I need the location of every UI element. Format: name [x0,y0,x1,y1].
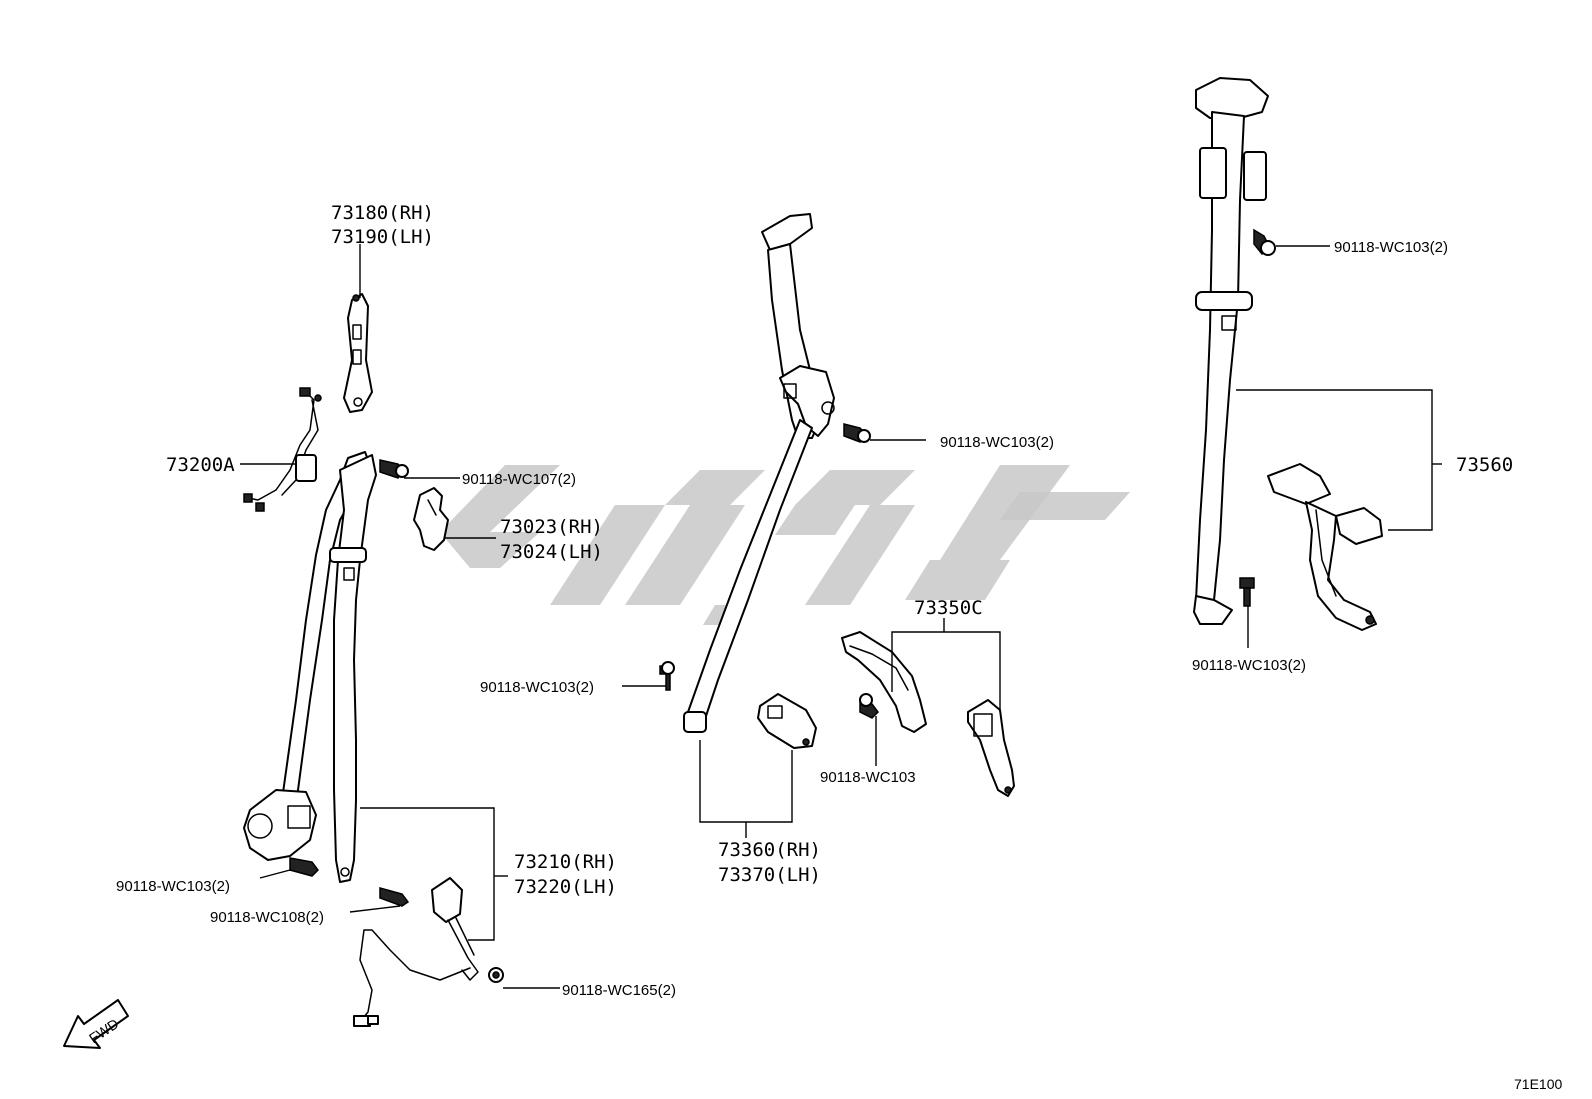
part-73560-rear-belt [1193,77,1383,631]
label-bolt-wc103-right-bottom: 90118-WC103(2) [1192,657,1306,674]
label-73024: 73024(LH) [500,541,603,563]
label-73180: 73180(RH) [331,202,434,224]
label-73360: 73360(RH) [718,839,821,861]
label-73370: 73370(LH) [718,864,821,886]
part-73210-front-seat-belt [243,451,504,1027]
label-73220: 73220(LH) [514,876,617,898]
label-bolt-wc107: 90118-WC107(2) [462,471,576,488]
part-73180-shoulder-adjuster [343,293,373,413]
label-bolt-wc165: 90118-WC165(2) [562,982,676,999]
part-73360-center-belt [659,213,871,749]
label-73560: 73560 [1456,454,1513,476]
bolt-90118-WC107 [379,459,409,479]
label-73350C: 73350C [914,597,983,619]
label-bolt-wc103-center-mid: 90118-WC103(2) [480,679,594,696]
label-bolt-wc103-center-top: 90118-WC103(2) [940,434,1054,451]
part-73350C-center-buckle [841,631,1015,797]
part-73023-belt-guide [413,487,449,551]
label-73210: 73210(RH) [514,851,617,873]
watermark-logo [440,465,1130,625]
label-73023: 73023(RH) [500,516,603,538]
diagram-code: 71E100 [1514,1076,1562,1092]
label-bolt-wc103-single: 90118-WC103 [820,769,916,786]
label-bolt-wc103-left: 90118-WC103(2) [116,878,230,895]
leader-lines [240,244,1442,989]
label-bolt-wc108: 90118-WC108(2) [210,909,324,926]
label-bolt-wc103-right-top: 90118-WC103(2) [1334,239,1448,256]
part-73200A-harness [243,387,322,512]
fwd-arrow-icon: FWD [63,999,129,1049]
label-73200A: 73200A [166,454,235,476]
label-73190: 73190(LH) [331,226,434,248]
